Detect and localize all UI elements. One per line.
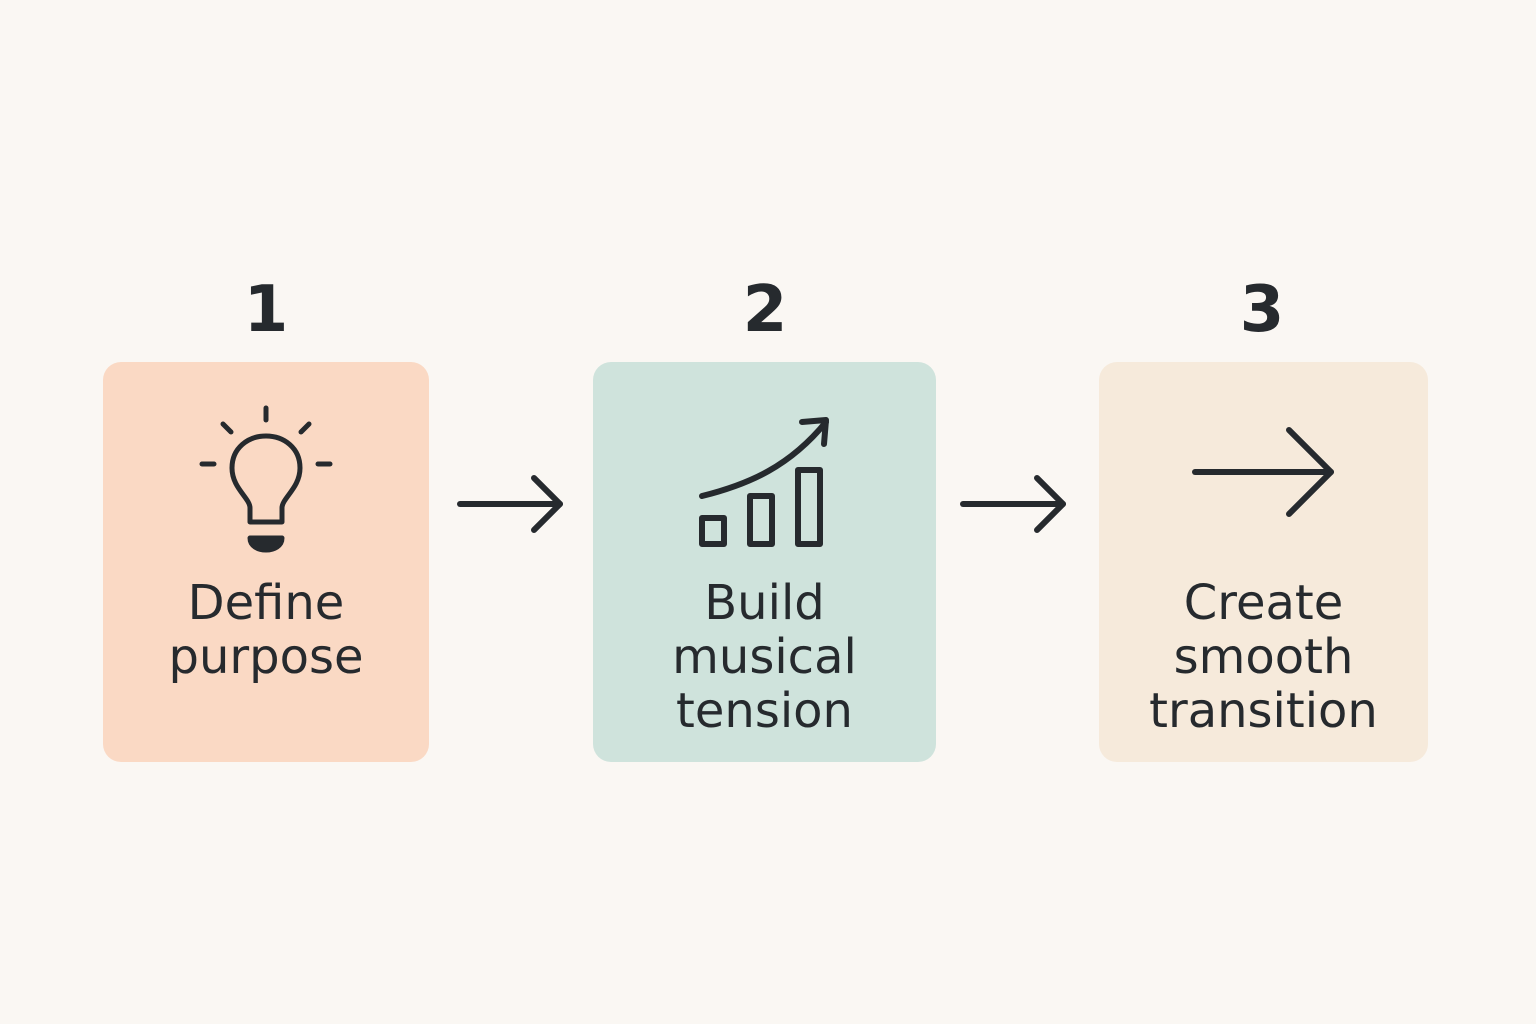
arrow-right-icon (960, 475, 1066, 533)
arrow-right-icon (1191, 427, 1334, 517)
step-2-card: Build musical tension (593, 362, 936, 762)
step-3-label: Create smooth transition (1149, 575, 1378, 739)
step-1-number: 1 (243, 273, 289, 347)
rising-bar-chart-icon (698, 417, 829, 547)
arrow-right-icon (457, 475, 563, 533)
lightbulb-icon (199, 405, 333, 553)
step-1-card: Define purpose (103, 362, 429, 762)
step-3-number: 3 (1239, 273, 1285, 347)
step-1-label: Define purpose (168, 575, 364, 685)
step-2-number: 2 (742, 273, 788, 347)
step-2-label: Build musical tension (672, 575, 857, 739)
step-3-card: Create smooth transition (1099, 362, 1428, 762)
